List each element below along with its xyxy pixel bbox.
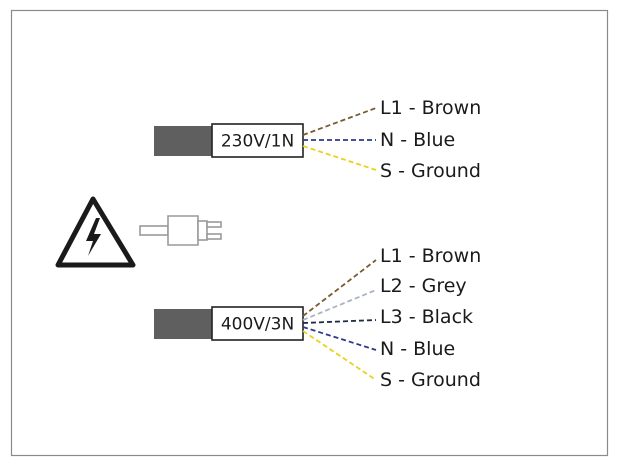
cable-sheath: [154, 126, 214, 156]
cable-label: 230V/1N: [221, 132, 294, 152]
wire-label-l3: L3 - Black: [380, 306, 473, 328]
wire-s: [302, 330, 377, 381]
cable-label: 400V/3N: [221, 315, 294, 335]
wire-l1: [302, 107, 377, 136]
wire-label-l1: L1 - Brown: [380, 245, 481, 267]
wire-l1: [302, 259, 377, 317]
wire-n: [302, 326, 377, 351]
cable-400v: 400V/3N L1 - Brown L2 - Grey L3 - Black …: [154, 245, 481, 391]
wire-group: [302, 259, 377, 381]
cable-label-box: [211, 123, 304, 158]
wire-label-l1: L1 - Brown: [380, 97, 481, 119]
high-voltage-warning-icon: [55, 196, 136, 268]
wire-s: [302, 145, 377, 171]
wire-group: [302, 107, 377, 171]
wire-label-n: N - Blue: [380, 338, 455, 360]
wire-label-s: S - Ground: [380, 369, 481, 391]
plug-icon: [139, 215, 222, 246]
cable-sheath: [154, 309, 214, 339]
wire-l3: [302, 319, 377, 324]
wire-l2: [302, 289, 377, 321]
wire-label-l2: L2 - Grey: [380, 275, 467, 297]
wire-label-s: S - Ground: [380, 160, 481, 182]
wire-label-n: N - Blue: [380, 129, 455, 151]
cable-label-box: [211, 306, 304, 341]
cable-230v: 230V/1N L1 - Brown N - Blue S - Ground: [154, 97, 481, 182]
